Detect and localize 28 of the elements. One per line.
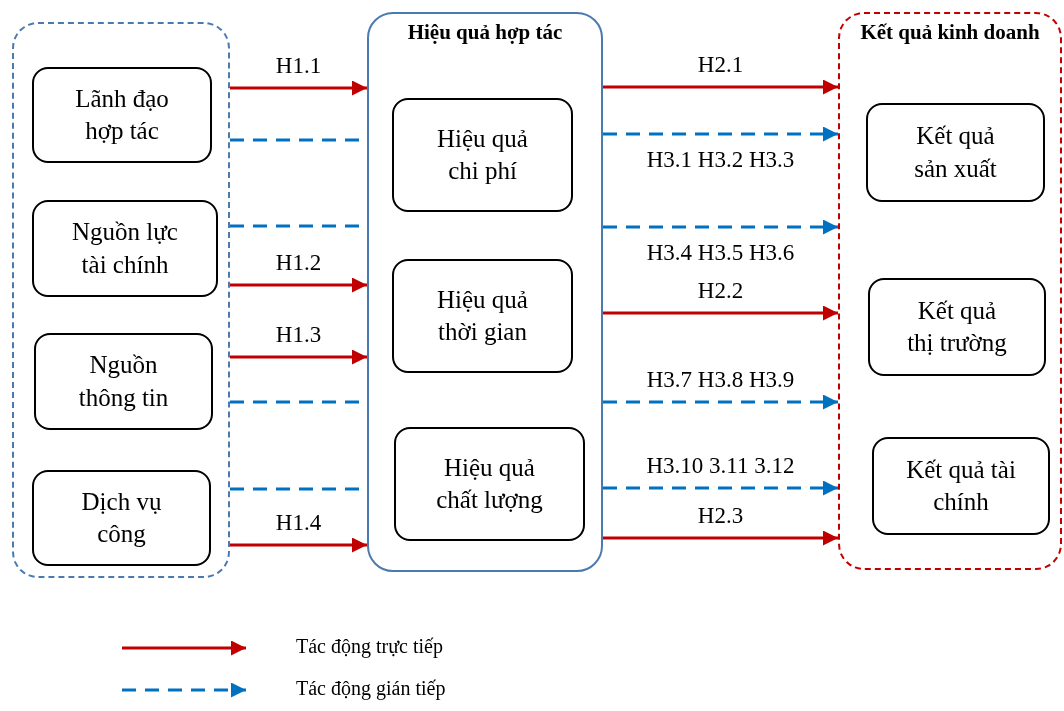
arrow [603, 219, 838, 235]
arrow [230, 277, 367, 293]
group-container [12, 22, 230, 578]
factor-box: Hiệu quả chất lượng [394, 427, 585, 541]
group-title: Hiệu quả hợp tác [406, 20, 564, 45]
legend-label: Tác động trực tiếp [296, 635, 443, 658]
arrow [230, 349, 367, 365]
factor-box: Kết quả sản xuất [866, 103, 1045, 202]
arrow [603, 79, 838, 95]
group-container [838, 12, 1062, 570]
factor-box: Kết quả tài chính [872, 437, 1050, 535]
factor-box: Nguồn thông tin [34, 333, 213, 430]
legend-label: Tác động gián tiếp [296, 677, 446, 700]
factor-box: Hiệu quả chi phí [392, 98, 573, 212]
arrow [230, 537, 367, 553]
arrow [603, 305, 838, 321]
factor-box: Hiệu quả thời gian [392, 259, 573, 373]
arrow [603, 126, 838, 142]
factor-box: Lãnh đạo hợp tác [32, 67, 212, 163]
arrow [603, 480, 838, 496]
arrow [603, 394, 838, 410]
factor-box: Nguồn lực tài chính [32, 200, 218, 297]
arrow [603, 530, 838, 546]
group-title: Kết quả kinh doanh [859, 20, 1041, 45]
arrow [230, 80, 367, 96]
factor-box: Kết quả thị trường [868, 278, 1046, 376]
factor-box: Dịch vụ công [32, 470, 211, 566]
group-container [367, 12, 603, 572]
